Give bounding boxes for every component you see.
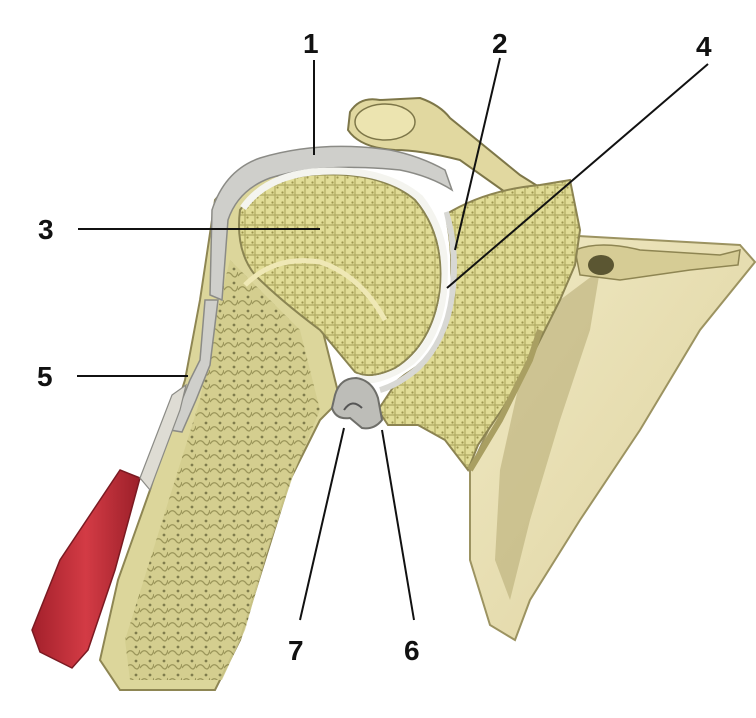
joint-cavity xyxy=(374,209,451,386)
label-1: 1 xyxy=(303,28,319,59)
label-7: 7 xyxy=(288,635,304,666)
leader-4 xyxy=(446,63,709,289)
scapula-foramen xyxy=(588,255,614,275)
label-5: 5 xyxy=(37,361,53,392)
tendon-sheath xyxy=(139,383,187,492)
epiphyseal-line xyxy=(243,258,388,322)
leader-6 xyxy=(381,429,415,621)
joint-capsule xyxy=(209,145,454,302)
label-2: 2 xyxy=(492,28,508,59)
capsule-lateral xyxy=(168,299,219,433)
biceps-tendon xyxy=(31,469,141,669)
leader-7 xyxy=(299,427,345,621)
label-4: 4 xyxy=(696,31,712,62)
glenoid-cartilage xyxy=(379,211,457,393)
humeral-cartilage xyxy=(240,167,449,384)
clavicle-end xyxy=(354,103,416,141)
humerus-marrow xyxy=(125,260,320,680)
recess-fold xyxy=(343,402,363,411)
glenoid-cortex xyxy=(467,329,543,472)
scapula-shadow xyxy=(495,270,600,600)
label-6: 6 xyxy=(404,635,420,666)
axillary-recess xyxy=(330,376,384,430)
spine-of-scapula xyxy=(574,244,741,281)
leader-2 xyxy=(454,57,501,251)
label-3: 3 xyxy=(38,214,54,245)
